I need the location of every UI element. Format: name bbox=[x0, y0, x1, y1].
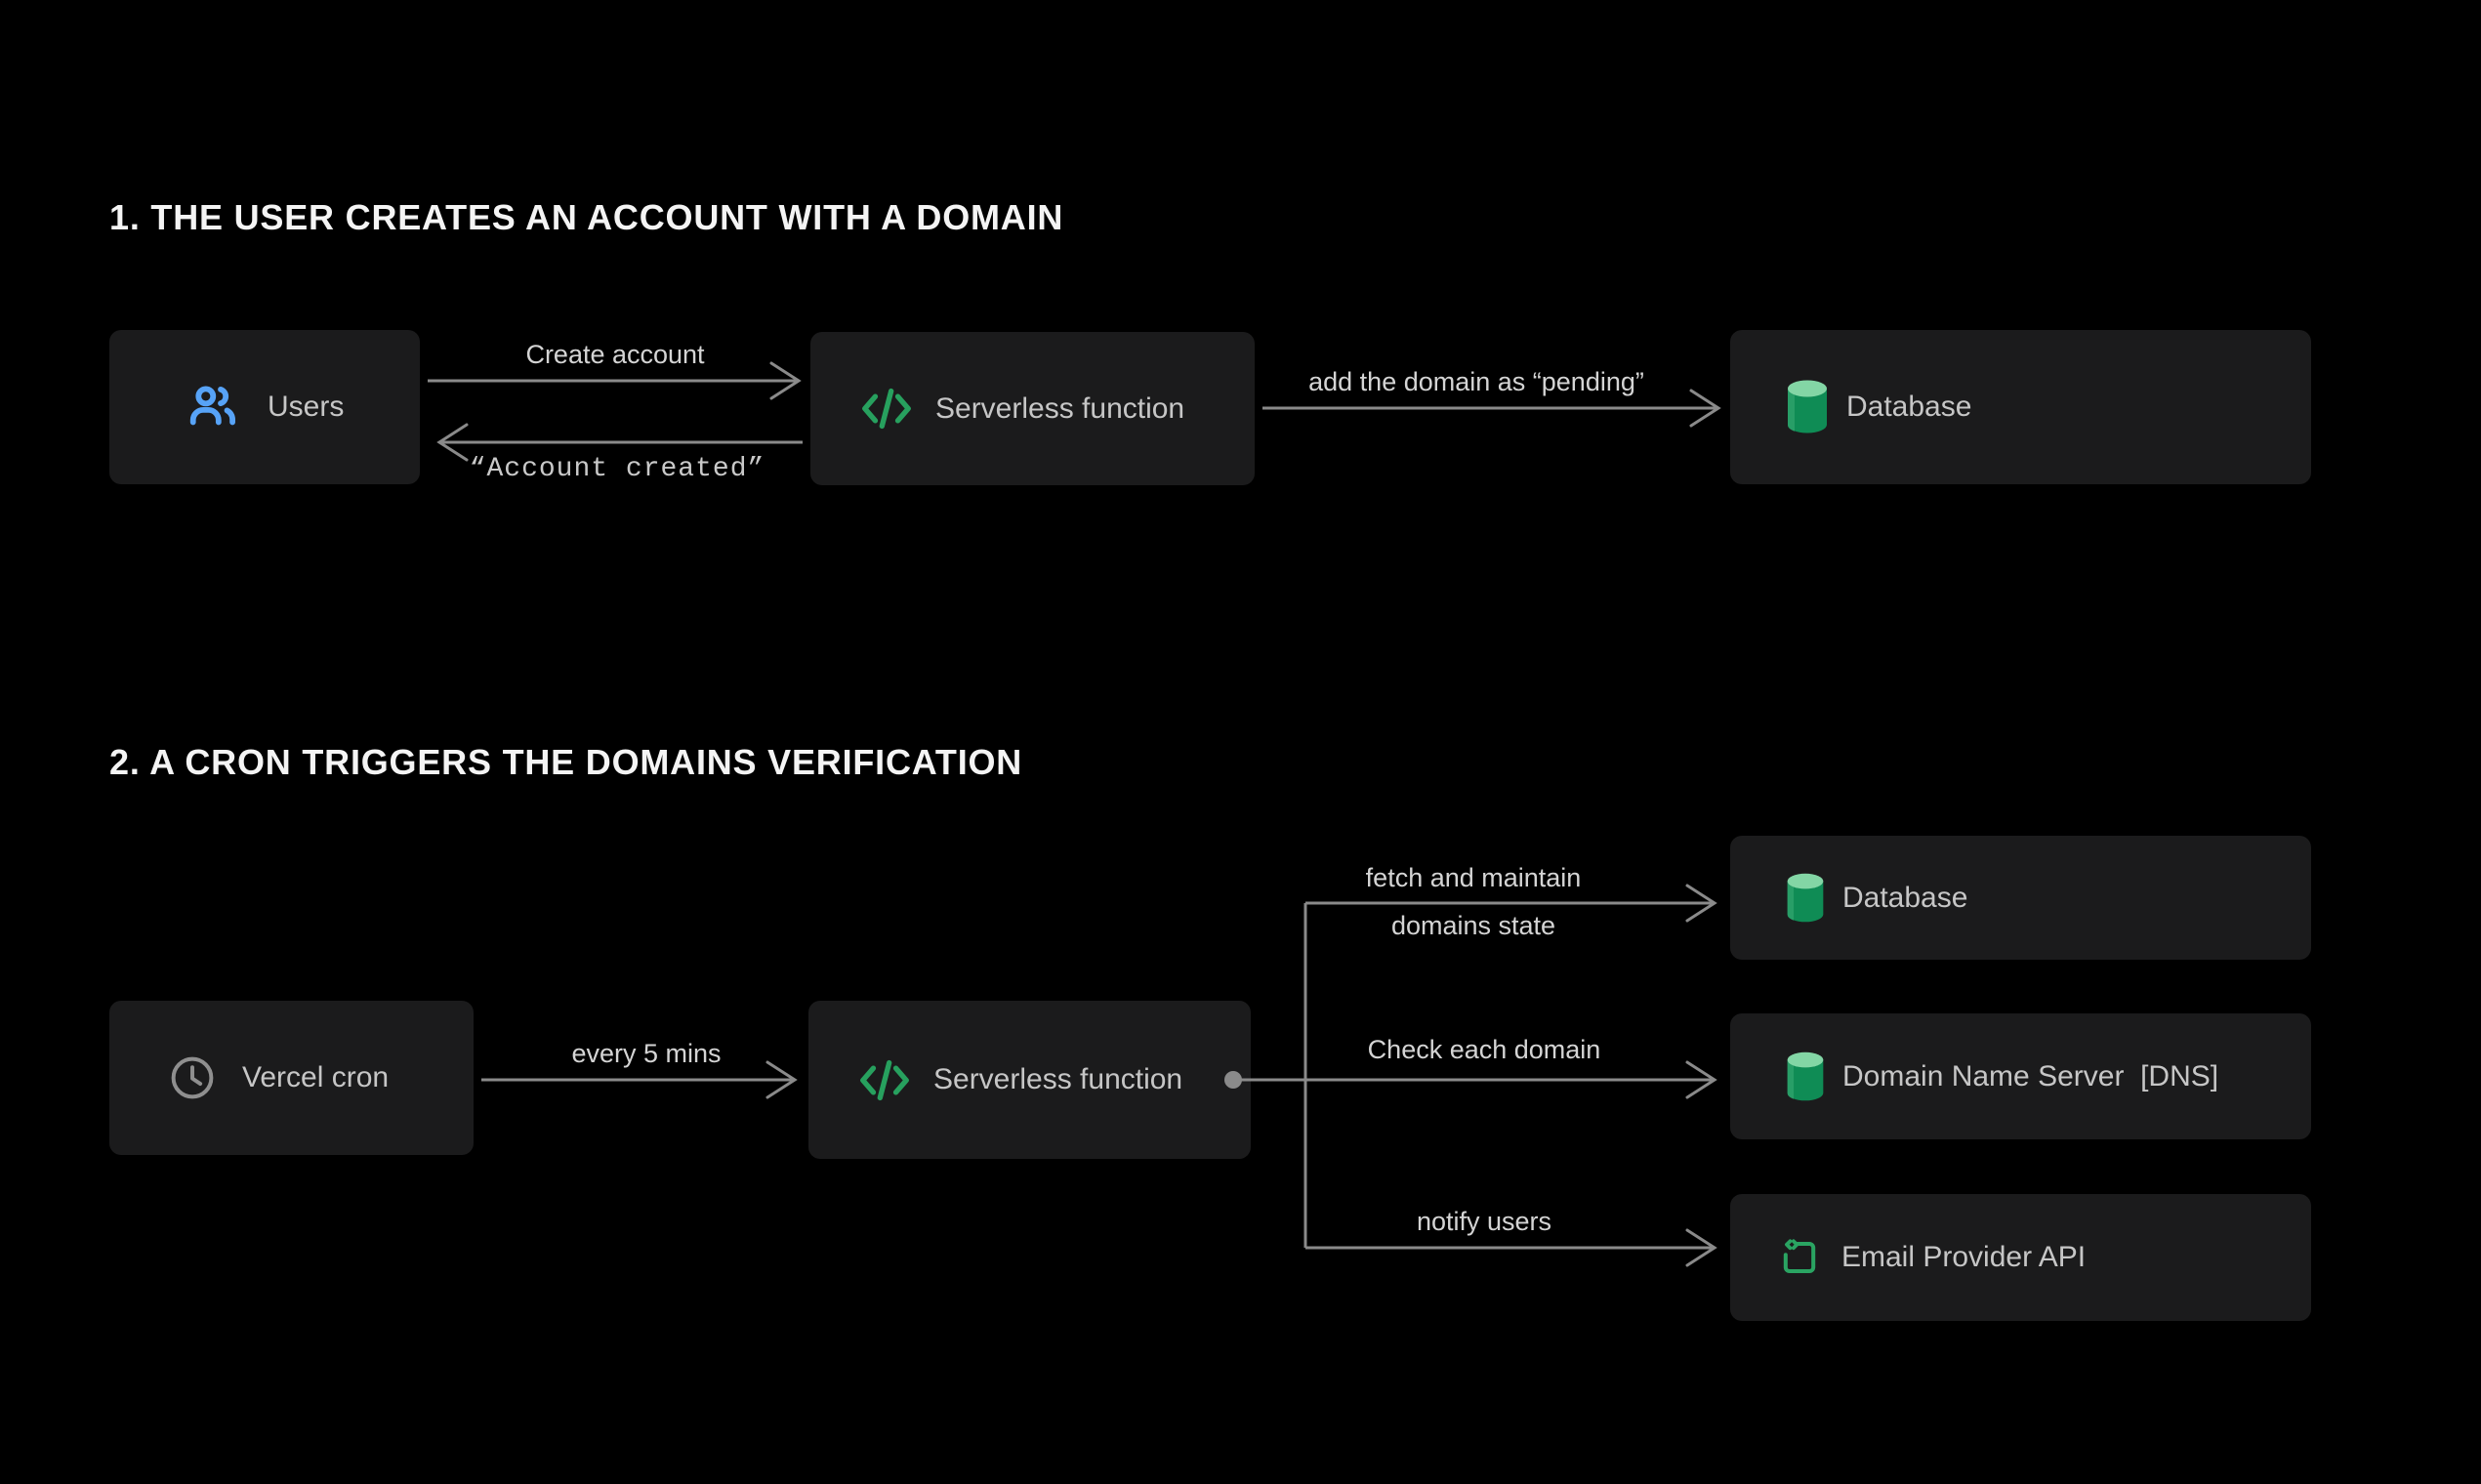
node-database-2-label: Database bbox=[1842, 881, 1968, 914]
edge-label-notify-users: notify users bbox=[1416, 1207, 1552, 1236]
users-icon bbox=[189, 386, 235, 426]
node-serverless-function-1: Serverless function bbox=[810, 332, 1255, 485]
edge-label-fetch-maintain-line1: fetch and maintain bbox=[1365, 863, 1582, 892]
node-serverless-function-2-label: Serverless function bbox=[933, 1063, 1183, 1095]
section-2-title: 2. A CRON TRIGGERS THE DOMAINS VERIFICAT… bbox=[109, 742, 1023, 782]
node-email-provider-api-label: Email Provider API bbox=[1841, 1241, 2087, 1273]
database-icon bbox=[1787, 380, 1827, 433]
clock-icon bbox=[171, 1056, 214, 1099]
database-icon bbox=[1787, 873, 1824, 922]
node-database-1: Database bbox=[1730, 330, 2311, 484]
node-dns: Domain Name Server [DNS] bbox=[1730, 1013, 2311, 1139]
database-icon bbox=[1787, 1051, 1824, 1100]
edge-label-add-domain-pending: add the domain as “pending” bbox=[1308, 367, 1644, 396]
edge-label-account-created: “Account created” bbox=[469, 454, 765, 484]
section-1-title: 1. THE USER CREATES AN ACCOUNT WITH A DO… bbox=[109, 197, 1064, 237]
edge-label-every-5-mins: every 5 mins bbox=[571, 1039, 722, 1068]
edge-label-fetch-maintain-line2: domains state bbox=[1390, 911, 1556, 940]
api-icon bbox=[1783, 1239, 1816, 1274]
node-email-provider-api: Email Provider API bbox=[1730, 1194, 2311, 1321]
code-icon bbox=[860, 1059, 909, 1100]
node-vercel-cron: Vercel cron bbox=[109, 1001, 474, 1155]
edge-label-create-account: Create account bbox=[525, 340, 705, 369]
node-database-2: Database bbox=[1730, 836, 2311, 960]
node-serverless-function-1-label: Serverless function bbox=[935, 392, 1185, 425]
node-serverless-function-2: Serverless function bbox=[808, 1001, 1251, 1159]
node-vercel-cron-label: Vercel cron bbox=[242, 1061, 390, 1093]
edge-label-check-each-domain: Check each domain bbox=[1367, 1035, 1601, 1064]
node-dns-label: Domain Name Server [DNS] bbox=[1842, 1059, 2219, 1092]
node-database-1-label: Database bbox=[1846, 391, 1972, 423]
node-users: Users bbox=[109, 330, 420, 484]
node-users-label: Users bbox=[268, 391, 345, 423]
code-icon bbox=[862, 388, 911, 430]
